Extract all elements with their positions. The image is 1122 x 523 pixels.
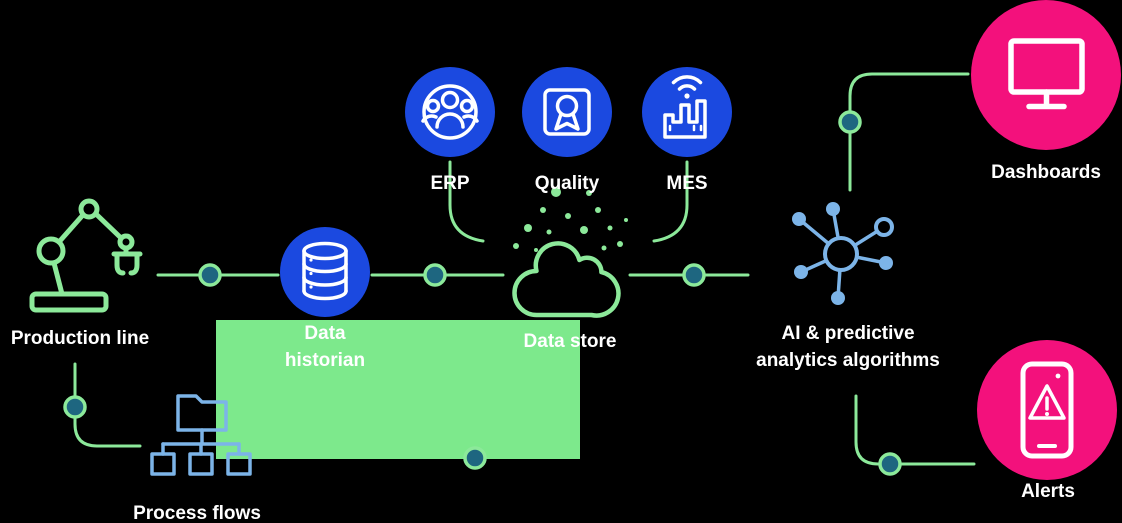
- cloud-icon: [512, 241, 621, 318]
- database-icon: [302, 241, 348, 301]
- alerts-label: Alerts: [1021, 481, 1075, 502]
- process-flows-label: Process flows: [133, 503, 261, 523]
- erp-badge: [405, 67, 495, 157]
- alert-phone-icon: [1020, 361, 1074, 459]
- quality-label: Quality: [535, 173, 600, 194]
- people-icon: [421, 84, 479, 140]
- connector-ai-to-alerts: [854, 394, 976, 466]
- production-line-label: Production line: [11, 328, 149, 349]
- data-store-label: Data store: [524, 331, 617, 352]
- monitor-icon: [1008, 38, 1085, 110]
- data-historian-label-line1: Data: [304, 323, 346, 344]
- highlight-region: [216, 320, 580, 459]
- ai-label-line1: AI & predictive: [781, 323, 914, 344]
- data-drops: [513, 187, 628, 252]
- erp-label: ERP: [430, 173, 469, 194]
- connector-mes-to-datastore: [652, 160, 689, 243]
- mes-label: MES: [666, 173, 707, 194]
- quality-badge: [522, 67, 612, 157]
- certificate-icon: [543, 88, 591, 136]
- junction-node: [63, 395, 87, 419]
- alerts-badge: [977, 340, 1117, 480]
- dashboards-badge: [971, 0, 1121, 150]
- connector-erp-to-datastore: [448, 160, 485, 243]
- junction-node: [878, 452, 902, 476]
- ai-label-line2: analytics algorithms: [756, 350, 940, 371]
- robot-arm-icon: [29, 198, 143, 313]
- junction-node: [838, 110, 862, 134]
- junction-node: [423, 263, 447, 287]
- data-historian-badge: [280, 227, 370, 317]
- connector-production-to-processflows: [73, 362, 142, 448]
- dashboards-label: Dashboards: [991, 162, 1101, 183]
- junction-node: [463, 446, 487, 470]
- data-historian-label-line2: historian: [285, 350, 365, 371]
- junction-node: [198, 263, 222, 287]
- process-flows-icon: [150, 394, 252, 476]
- mes-badge: [642, 67, 732, 157]
- connector-ai-to-dashboards: [848, 72, 970, 192]
- factory-wifi-icon: [663, 75, 707, 139]
- junction-node: [682, 263, 706, 287]
- network-icon: [792, 202, 894, 305]
